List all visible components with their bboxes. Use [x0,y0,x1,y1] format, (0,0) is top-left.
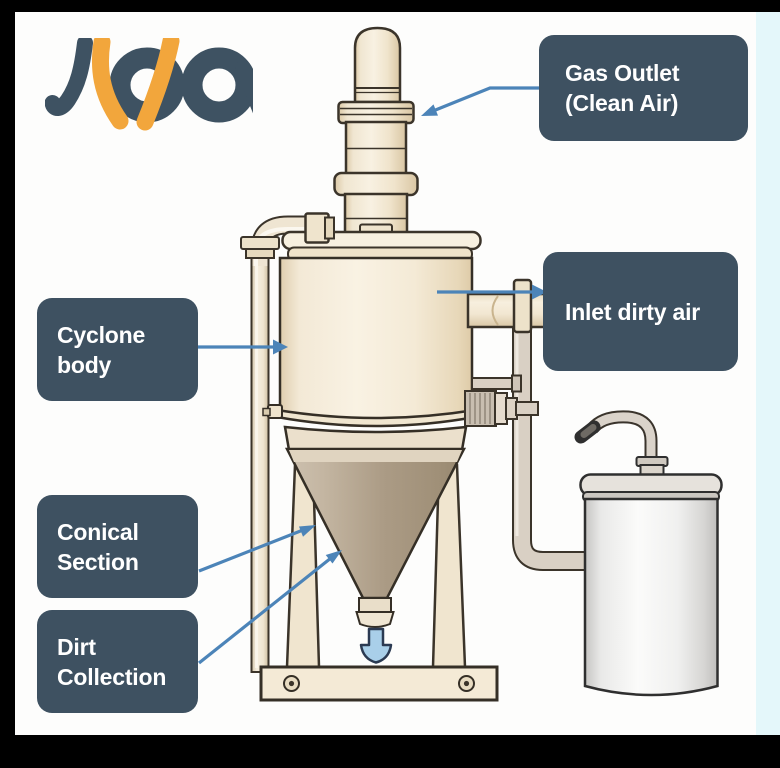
inlet-arrow [437,284,547,300]
label-inlet-dirty-air: Inlet dirty air [543,252,738,371]
label-conical-line1: Conical [57,518,139,545]
label-gas-outlet: Gas Outlet (Clean Air) [539,35,748,141]
dirt-drop-arrow-icon [359,627,393,664]
label-gas-outlet-line2: (Clean Air) [565,90,679,116]
cyclone-separator-illustration [198,26,723,702]
side-valve-fitting [464,374,539,427]
label-dirt-line2: Collection [57,663,167,690]
stand-base [259,665,499,702]
gas-outlet-arrow [421,86,539,116]
label-conical-line2: Section [57,548,139,575]
conical-section-shape [283,425,468,664]
label-cyclone-line2: body [57,351,112,378]
callout-arrows [198,86,547,665]
company-logo-icon [45,38,253,131]
dirt-collection-arrow [198,550,342,665]
barrel-hook-pipe [574,410,658,464]
dirt-discharge-pipe [512,328,588,571]
label-cyclone-body: Cyclone body [37,298,198,401]
label-conical-section: Conical Section [37,495,198,598]
label-dirt-collection: Dirt Collection [37,610,198,713]
gas-outlet-stack [333,26,419,237]
label-cyclone-line1: Cyclone [57,321,146,348]
conical-section-arrow [198,525,316,573]
left-standpipe [240,215,315,673]
cyclone-body-shape [262,256,477,428]
label-gas-outlet-line1: Gas Outlet [565,60,680,86]
label-dirt-line1: Dirt [57,633,96,660]
cyclone-body-arrow [198,339,288,355]
dirt-collection-barrel [574,410,723,697]
label-inlet-line1: Inlet dirty air [565,298,701,325]
right-accent-strip [756,12,780,735]
